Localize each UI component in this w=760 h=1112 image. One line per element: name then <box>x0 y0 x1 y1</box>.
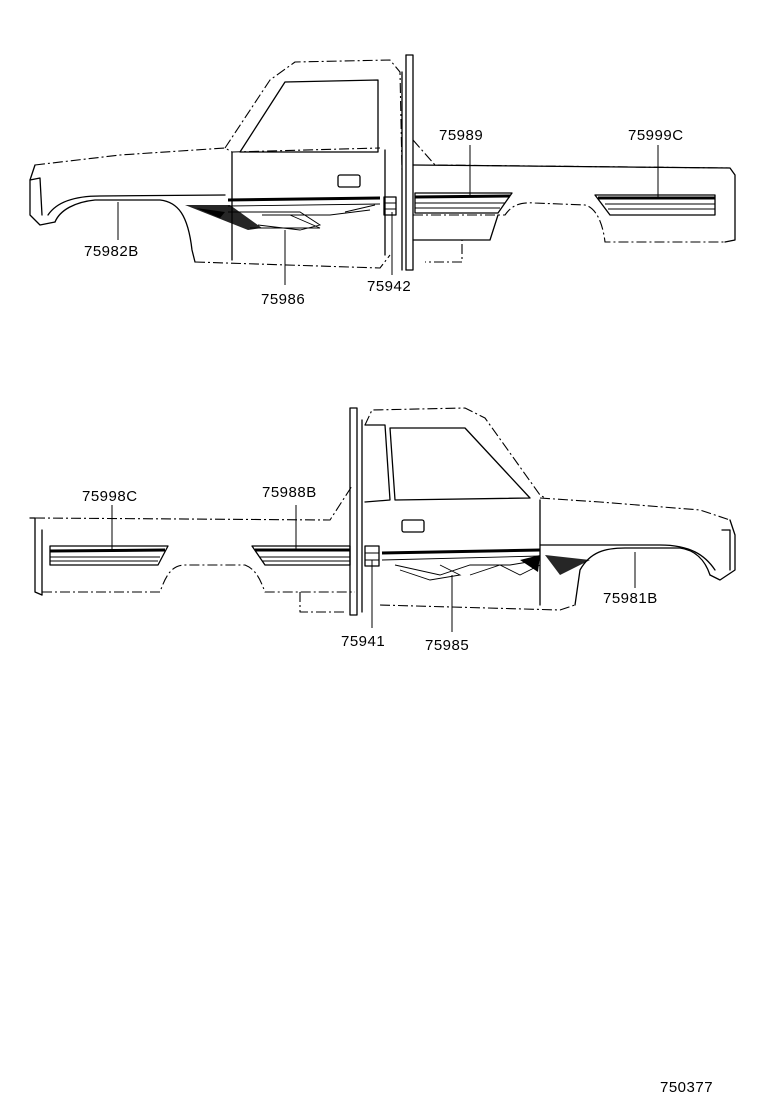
label-75981b: 75981B <box>603 590 658 607</box>
label-75982b: 75982B <box>84 243 139 260</box>
label-75941: 75941 <box>341 633 385 650</box>
label-75942: 75942 <box>367 278 411 295</box>
label-75988b: 75988B <box>262 484 317 501</box>
label-75986: 75986 <box>261 291 305 308</box>
truck-left-side-view <box>29 54 736 271</box>
label-75985: 75985 <box>425 637 469 654</box>
drawing-code: 750377 <box>660 1079 713 1096</box>
label-75998c: 75998C <box>82 488 138 505</box>
label-75999c: 75999C <box>628 127 684 144</box>
truck-right-side-view <box>29 407 736 616</box>
label-75989: 75989 <box>439 127 483 144</box>
